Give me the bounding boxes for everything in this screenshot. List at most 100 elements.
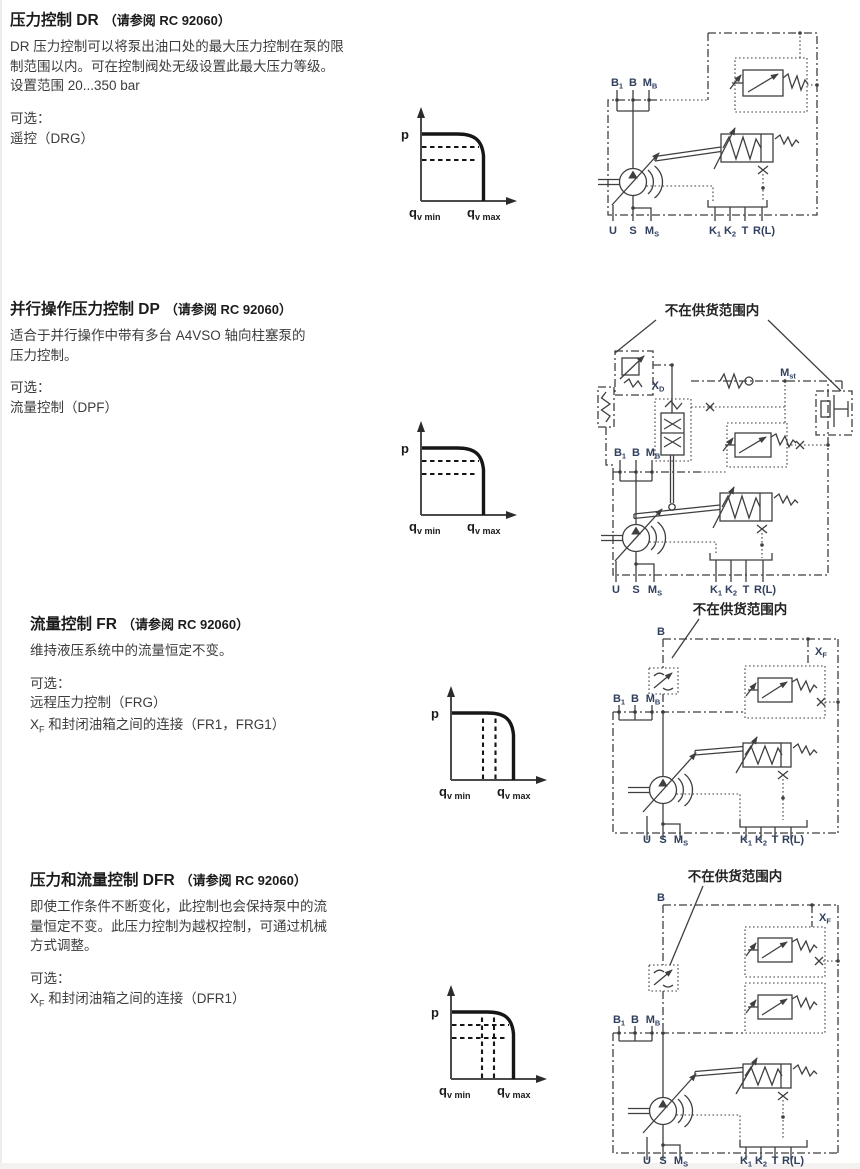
x-max-label: qv max [467,519,500,536]
chart-dashed-lines [422,459,479,476]
section-dp-title: 并行操作压力控制 DP（请参阅 RC 92060） [10,301,292,318]
bottom-left-ports: U S MS [643,1155,688,1169]
port-label-s: S [659,1155,666,1167]
bottom-left-ports: U S MS [643,834,688,848]
option-item: 远程压力控制（FRG） [30,695,167,711]
options-label: 可选： [10,111,51,127]
option-item: 流量控制（DPF） [10,399,118,415]
port-label-s: S [659,834,666,846]
bottom-right-ports: K1 K2 T R(L) [739,820,808,848]
external-right-device [815,381,853,436]
pump-symbol [601,481,667,582]
port-label-k1: K1 [710,584,722,598]
port-label-t: T [772,1155,779,1167]
pump-symbol [628,1033,697,1160]
y-axis-label: p [401,441,409,456]
port-label-k2: K2 [755,834,767,848]
orifice-symbol [756,524,768,558]
chart-axes [447,686,547,784]
bottom-right-ports: K1 K2 T R(L) [739,1140,808,1169]
directional-valve-symbol [722,422,830,468]
x-max-label: qv max [497,784,530,801]
xf-line: XF [663,903,839,1153]
control-valve-symbol [694,736,818,774]
port-label-b: B [631,693,639,705]
pilot-line-pump-k [676,1114,741,1140]
section-dfr-text: 压力和流量控制 DFR（请参阅 RC 92060） 即使工作条件不断变化，此控制… [30,868,332,1010]
port-label-k2: K2 [725,584,737,598]
pilot-line-pump-k [646,185,714,202]
option-item: XF 和封闭油箱之间的连接（DFR1） [30,990,246,1009]
y-axis-label: p [431,706,439,721]
bottom-left-ports: U S MS [609,225,659,239]
port-label-k1: K1 [709,225,721,239]
x-min-label: qv min [409,519,440,536]
port-label-b1: B1 [611,77,623,91]
port-label-k2: K2 [755,1155,767,1169]
x-min-label: qv min [439,784,470,801]
section-dp-options: 可选： 流量控制（DPF） [10,378,310,419]
port-label-s: S [629,225,636,237]
port-label-mb: MB [643,77,658,91]
section-dr-options: 可选： 遥控（DRG） [10,109,346,150]
chart-axes [417,421,517,519]
xf-label: XF [819,912,831,926]
top-ports: B1 B MB [611,77,658,112]
pilot-valve-vertical [654,365,692,462]
directional-valve-symbol [729,31,819,113]
chart-curve [452,711,516,780]
port-label-b1: B1 [614,447,626,461]
frame [612,381,829,576]
directional-valve-symbol-1 [744,926,840,978]
control-valve-symbol [694,1057,818,1095]
fr-pq-chart: p qv min qv max [431,686,547,801]
orifice-symbol [777,1091,789,1140]
dp-pq-chart: p qv min qv max [401,421,517,536]
bottom-left-ports: U S MS [612,584,662,598]
port-label-t: T [742,225,749,237]
port-label-ms: MS [674,834,688,848]
page-bottom-edge [0,1163,860,1169]
options-label: 可选： [10,380,51,396]
section-dfr-title: 压力和流量控制 DFR（请参阅 RC 92060） [30,872,307,889]
port-label-rl: R(L) [753,225,775,237]
xf-line: XF [663,637,839,833]
directional-valve-symbol [744,665,840,719]
x-min-label: qv min [439,1083,470,1100]
options-label: 可选： [30,675,71,691]
port-label-b: B [631,1014,639,1026]
directional-valve-symbol-2 [744,982,826,1034]
section-dr-text: 压力控制 DR（请参阅 RC 92060） DR 压力控制可以将泵出油口处的最大… [10,8,346,150]
b-label: B [657,626,665,638]
port-label-b: B [629,77,637,89]
pilot-line-pump-k [676,793,741,820]
section-dp-body: 适合于并行操作中带有多台 A4VSO 轴向柱塞泵的压力控制。 [10,328,306,363]
port-label-b1: B1 [613,693,625,707]
pilot-line-with-orifice [691,402,785,412]
chart-dashed-lines [481,716,497,779]
remote-throttle-valve [648,639,679,712]
port-label-u: U [609,225,617,237]
xf-label: XF [815,646,827,660]
note-pointer-lines [614,319,842,392]
pump-symbol [598,111,664,221]
port-label-s: S [632,584,639,596]
port-label-k2: K2 [724,225,736,239]
port-label-b1: B1 [613,1014,625,1028]
fr-circuit-diagram: 不在供货范围内 B XF B1 B MB [612,601,840,848]
section-dr-range: 设置范围 20...350 bar [10,78,140,94]
chart-curve [422,446,486,515]
port-label-k1: K1 [740,834,752,848]
section-fr-body: 维持液压系统中的流量恒定不变。 [30,643,233,658]
bottom-right-ports: K1 K2 T R(L) [709,553,776,598]
port-label-u: U [643,1155,651,1167]
port-label-mb: MB [646,447,661,461]
dp-circuit-diagram: 不在供货范围内 XD Mst [597,302,853,598]
port-label-ms: MS [648,584,662,598]
chart-curve [422,132,486,201]
bottom-right-ports: K1 K2 T R(L) [707,200,775,239]
not-in-scope-note: 不在供货范围内 [665,302,760,318]
page-left-edge [0,0,2,1169]
external-accumulator [597,386,615,472]
port-label-b: B [632,447,640,459]
